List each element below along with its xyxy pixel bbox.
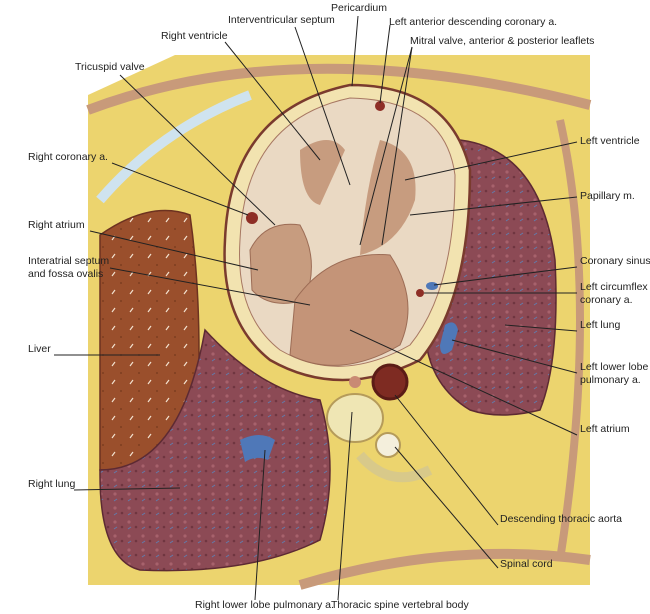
label-mitral-valve: Mitral valve, anterior & posterior leafl… bbox=[410, 35, 595, 47]
right-ventricle-cavity bbox=[300, 140, 345, 205]
label-line-2: coronary a. bbox=[580, 294, 633, 306]
muscle-layer-right bbox=[556, 119, 584, 561]
spinal-canal bbox=[375, 432, 401, 458]
coronary-sinus-vessel bbox=[426, 282, 438, 290]
label-left-atrium: Left atrium bbox=[580, 423, 630, 435]
left-atrium-chamber bbox=[289, 254, 409, 366]
label-lad: Left anterior descending coronary a. bbox=[389, 16, 558, 28]
label-line-1: Interatrial septum bbox=[28, 255, 110, 267]
right-coronary-artery bbox=[246, 212, 258, 224]
right-lung bbox=[99, 328, 331, 572]
right-atrium-chamber bbox=[249, 223, 312, 304]
label-right-ventricle: Right ventricle bbox=[161, 30, 228, 42]
label-coronary-sinus: Coronary sinus bbox=[580, 255, 650, 267]
leader-lines bbox=[54, 15, 578, 601]
vertebral-arch bbox=[356, 451, 433, 483]
label-pericardium: Pericardium bbox=[331, 2, 388, 14]
label-tricuspid-valve: Tricuspid valve bbox=[75, 61, 145, 73]
muscle-layer-top bbox=[86, 63, 592, 115]
label-right-coronary: Right coronary a. bbox=[28, 151, 108, 163]
label-interventricular-septum: Interventricular septum bbox=[228, 14, 335, 26]
label-spinal-cord: Spinal cord bbox=[500, 558, 553, 570]
label-vertebral-body: Thoracic spine vertebral body bbox=[331, 599, 469, 611]
left-lower-lobe-pulmonary-artery bbox=[440, 322, 458, 354]
label-right-lung: Right lung bbox=[28, 478, 76, 490]
muscle-layer-bottom bbox=[298, 548, 591, 590]
label-left-ventricle: Left ventricle bbox=[580, 135, 640, 147]
label-line-1: Left lower lobe bbox=[580, 361, 649, 373]
esophagus bbox=[349, 376, 361, 388]
label-papillary: Papillary m. bbox=[580, 190, 635, 202]
vertebral-body bbox=[326, 393, 384, 443]
label-right-atrium: Right atrium bbox=[28, 219, 85, 231]
costal-cartilage bbox=[96, 90, 252, 204]
label-line-1: Left circumflex bbox=[580, 281, 648, 293]
lad-artery bbox=[375, 101, 385, 111]
label-liver: Liver bbox=[28, 343, 51, 355]
label-line-2: pulmonary a. bbox=[580, 374, 641, 386]
label-left-lung: Left lung bbox=[580, 319, 621, 331]
circumflex-artery bbox=[416, 289, 424, 297]
label-descending-aorta: Descending thoracic aorta bbox=[500, 513, 622, 525]
descending-aorta bbox=[371, 363, 409, 401]
label-line-2: and fossa ovalis bbox=[28, 268, 104, 280]
label-right-lower-lobe-pulmonary-a: Right lower lobe pulmonary a. bbox=[195, 599, 334, 611]
right-lower-lobe-pulmonary-artery bbox=[240, 435, 275, 462]
left-ventricle-cavity bbox=[360, 140, 416, 255]
